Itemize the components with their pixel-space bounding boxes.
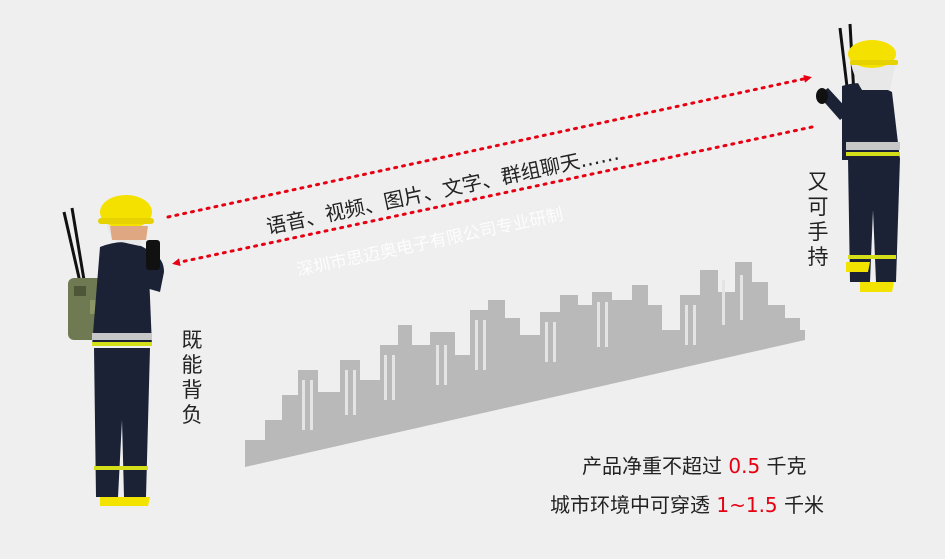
spec-range-value: 1~1.5 (716, 493, 778, 517)
city-skyline-graphic (245, 262, 805, 467)
spec-range-prefix: 城市环境中可穿透 (550, 493, 710, 517)
spec-weight-value: 0.5 (728, 454, 761, 478)
spec-weight: 产品净重不超过 0.5 千克 (582, 450, 807, 479)
backpack-mode-label: 既能背负 (181, 328, 203, 427)
spec-weight-prefix: 产品净重不超过 (582, 454, 722, 478)
firefighter-backpack-figure (62, 195, 164, 506)
handheld-mode-label: 又可手持 (807, 170, 829, 269)
spec-weight-unit: 千克 (766, 454, 807, 478)
firefighter-handheld-figure (816, 23, 900, 292)
spec-range: 城市环境中可穿透 1~1.5 千米 (550, 489, 824, 518)
spec-range-unit: 千米 (784, 493, 825, 517)
comm-caption: 语音、视频、图片、文字、群组聊天…… (264, 141, 621, 239)
dotted-arrow-to-right (166, 74, 812, 219)
